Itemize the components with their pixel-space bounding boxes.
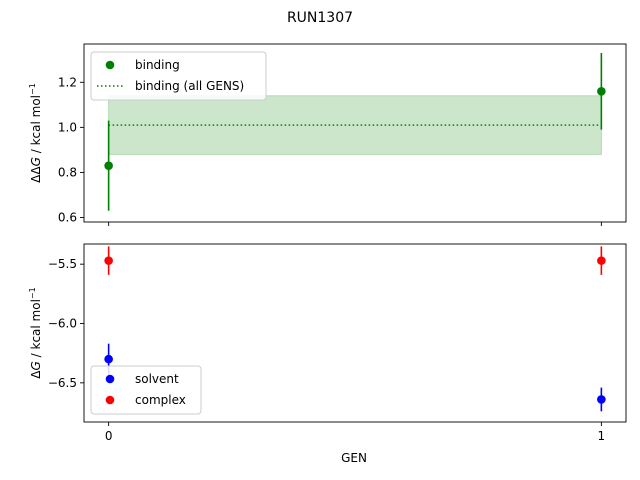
data-point [597,256,606,265]
legend: binding binding (all GENS) [90,51,267,101]
legend-box [90,51,267,101]
legend-label: complex [135,393,186,407]
y-tick-label: 1.0 [58,120,77,134]
axes-frame [83,43,627,223]
data-point [104,161,113,170]
confidence-band [108,95,602,155]
y-tick-label: 0.8 [58,165,77,179]
figure-title: RUN1307 [287,10,353,26]
x-tick-label: 1 [598,429,606,443]
axes-frame [83,243,627,423]
x-axis-label: GEN [341,451,367,465]
legend-label: binding [135,58,180,72]
data-point [597,87,606,96]
y-tick-label: −6.0 [48,317,77,331]
data-point [104,256,113,265]
legend-marker-swatch [105,60,115,70]
legend-marker-swatch [105,395,115,405]
y-tick-label: 1.2 [58,75,77,89]
x-tick-label: 0 [105,429,113,443]
data-point [597,395,606,404]
legend: solvent complex [90,365,202,415]
y-tick-label: −6.5 [48,376,77,390]
legend-box [90,365,202,415]
y-axis-label: ΔG / kcal mol−1 [28,287,43,378]
data-point [104,354,113,364]
bottom-panel: −5.5 −6.0 −6.5 0 1 ΔG / kcal mol−1 solvent comp… [28,243,627,443]
y-tick-label: −5.5 [48,257,77,271]
legend-marker-swatch [105,374,115,384]
y-tick-label: 0.6 [58,210,77,224]
legend-label: solvent [135,372,179,386]
y-axis-label: ΔΔG / kcal mol−1 [28,83,43,183]
legend-label: binding (all GENS) [135,79,244,93]
